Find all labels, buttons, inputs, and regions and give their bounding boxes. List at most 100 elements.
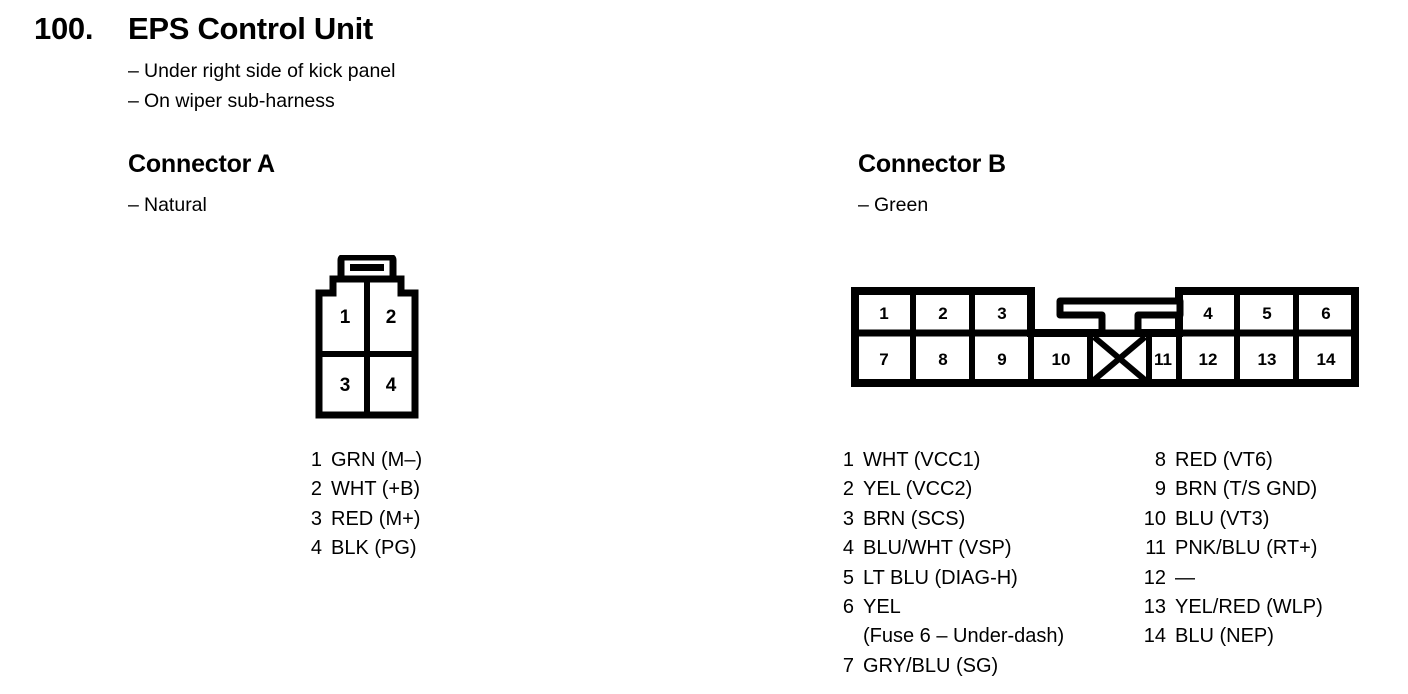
connector-a-section: Connector A –Natural bbox=[128, 148, 748, 220]
connector-b-cell-12: 12 bbox=[1199, 350, 1218, 369]
connector-a-body-outline bbox=[315, 275, 419, 419]
pin-label: GRY/BLU (SG) bbox=[863, 654, 999, 677]
pin-number: 6 bbox=[842, 596, 854, 619]
pin-row: 1 GRN (M–) bbox=[296, 446, 556, 475]
pin-number: 2 bbox=[842, 478, 854, 501]
title-block: 100. EPS Control Unit –Under right side o… bbox=[34, 10, 734, 116]
pin-row: 6 YEL bbox=[828, 593, 1128, 622]
connector-b-section: Connector B –Green bbox=[858, 148, 1403, 220]
connector-a-heading: Connector A bbox=[128, 150, 275, 178]
pin-label: RED (M+) bbox=[331, 507, 421, 530]
connector-b-cell-13: 13 bbox=[1258, 350, 1277, 369]
connector-b-pin-list-left: 1 WHT (VCC1) 2 YEL (VCC2) 3 BRN (SCS) 4 … bbox=[828, 446, 1128, 681]
pin-label: WHT (+B) bbox=[331, 478, 421, 501]
pin-row: 3 RED (M+) bbox=[296, 505, 556, 534]
connector-b-heading: Connector B bbox=[858, 150, 1006, 178]
pin-number: 1 bbox=[310, 449, 322, 471]
pin-number: 11 bbox=[1145, 537, 1166, 560]
pin-row: 7 GRY/BLU (SG) bbox=[828, 652, 1128, 681]
pin-row: 2 WHT (+B) bbox=[296, 475, 556, 504]
connector-a-cell-3: 3 bbox=[340, 375, 351, 396]
connector-b-cell-9: 9 bbox=[997, 350, 1006, 369]
note-text-2: On wiper sub-harness bbox=[144, 90, 335, 112]
pin-row: 13 YEL/RED (WLP) bbox=[1140, 593, 1408, 622]
pin-row: 11 PNK/BLU (RT+) bbox=[1140, 534, 1408, 563]
connector-b-cell-8: 8 bbox=[938, 350, 947, 369]
note-line-1: –Under right side of kick panel bbox=[128, 56, 734, 86]
pin-label: YEL bbox=[863, 596, 901, 619]
pin-row: 3 BRN (SCS) bbox=[828, 505, 1128, 534]
pin-row: 9 BRN (T/S GND) bbox=[1140, 475, 1408, 504]
connector-b-pin-list-right: 8 RED (VT6) 9 BRN (T/S GND) 10 BLU (VT3)… bbox=[1140, 446, 1408, 652]
connector-b-blank-cell-x-icon bbox=[1092, 334, 1147, 383]
pin-number: 4 bbox=[310, 537, 322, 560]
pin-number: 14 bbox=[1143, 625, 1166, 648]
pin-number: 4 bbox=[842, 537, 854, 560]
pin-label: BLU (VT3) bbox=[1175, 507, 1270, 530]
pin-row: 1 WHT (VCC1) bbox=[828, 446, 1128, 475]
connector-a-cell-1: 1 bbox=[340, 307, 351, 328]
pin-row: 12 — bbox=[1140, 564, 1408, 593]
connector-b-cell-6: 6 bbox=[1321, 304, 1330, 323]
pin-number: 12 bbox=[1143, 566, 1166, 589]
pin-label: BRN (T/S GND) bbox=[1175, 478, 1318, 501]
pin-label: — bbox=[1175, 566, 1195, 589]
connector-b-subtitle: Green bbox=[874, 194, 929, 216]
page-title: 100. EPS Control Unit bbox=[34, 10, 734, 48]
pin-number: 5 bbox=[842, 566, 854, 589]
connector-b-cell-3: 3 bbox=[997, 304, 1006, 323]
pin-label: BLU (NEP) bbox=[1175, 625, 1274, 648]
pin-label: LT BLU (DIAG-H) bbox=[863, 566, 1018, 589]
connector-b-latch-icon bbox=[1056, 297, 1184, 337]
connector-a-cell-2: 2 bbox=[386, 307, 397, 328]
pin-label: YEL (VCC2) bbox=[863, 478, 973, 501]
page-title-text: EPS Control Unit bbox=[128, 11, 373, 46]
pin-label-continuation: (Fuse 6 – Under-dash) bbox=[863, 625, 1065, 648]
pin-number: 8 bbox=[1154, 449, 1166, 471]
connector-b-cell-10: 10 bbox=[1052, 350, 1071, 369]
note-list: –Under right side of kick panel –On wipe… bbox=[34, 56, 734, 116]
connector-b-subtitle-line: –Green bbox=[858, 190, 1403, 220]
pin-label: PNK/BLU (RT+) bbox=[1175, 537, 1318, 560]
pin-label: YEL/RED (WLP) bbox=[1175, 596, 1323, 619]
pin-row: 5 LT BLU (DIAG-H) bbox=[828, 564, 1128, 593]
page-title-number: 100. bbox=[34, 11, 94, 46]
connector-a-pinout-diagram: 1 2 3 4 bbox=[303, 255, 439, 419]
subtitle-dash-icon: – bbox=[128, 194, 139, 216]
pin-label: BRN (SCS) bbox=[863, 507, 966, 530]
pin-label: BLU/WHT (VSP) bbox=[863, 537, 1012, 560]
pin-row: 10 BLU (VT3) bbox=[1140, 505, 1408, 534]
connector-b-pinout-diagram: 1 2 3 4 5 6 7 8 9 10 12 13 14 11 bbox=[851, 287, 1359, 387]
pin-row: 14 BLU (NEP) bbox=[1140, 622, 1408, 651]
subtitle-dash-icon: – bbox=[858, 194, 869, 216]
connector-b-cell-1: 1 bbox=[879, 304, 888, 323]
pin-number: 2 bbox=[310, 478, 322, 501]
connector-b-cell-4: 4 bbox=[1203, 304, 1213, 323]
note-line-2: –On wiper sub-harness bbox=[128, 86, 734, 116]
connector-b-body-outline bbox=[851, 287, 1359, 387]
connector-b-cell-11: 11 bbox=[1154, 350, 1172, 369]
note-dash-icon: – bbox=[128, 60, 139, 82]
connector-b-cell-7: 7 bbox=[879, 350, 888, 369]
pin-number: 10 bbox=[1143, 507, 1166, 530]
pin-number: 7 bbox=[842, 654, 854, 677]
note-text-1: Under right side of kick panel bbox=[144, 60, 396, 82]
connector-a-subtitle-line: –Natural bbox=[128, 190, 748, 220]
connector-a-cell-4: 4 bbox=[386, 375, 397, 396]
pin-number: 13 bbox=[1143, 596, 1166, 619]
connector-a-pin-list: 1 GRN (M–) 2 WHT (+B) 3 RED (M+) 4 BLK (… bbox=[296, 446, 556, 564]
pin-row: 4 BLK (PG) bbox=[296, 534, 556, 563]
connector-b-cell-2: 2 bbox=[938, 304, 947, 323]
pin-number: 1 bbox=[842, 449, 854, 471]
pin-label: GRN (M–) bbox=[331, 449, 423, 471]
pin-row: 4 BLU/WHT (VSP) bbox=[828, 534, 1128, 563]
pin-row: 8 RED (VT6) bbox=[1140, 446, 1408, 475]
connector-b-cell-14: 14 bbox=[1317, 350, 1336, 369]
pin-label: WHT (VCC1) bbox=[863, 449, 981, 471]
pin-number: 3 bbox=[310, 507, 322, 530]
pin-number: 9 bbox=[1154, 478, 1166, 501]
pin-label: RED (VT6) bbox=[1175, 449, 1273, 471]
note-dash-icon: – bbox=[128, 90, 139, 112]
connector-a-subtitle: Natural bbox=[144, 194, 207, 216]
connector-b-cell-5: 5 bbox=[1262, 304, 1271, 323]
